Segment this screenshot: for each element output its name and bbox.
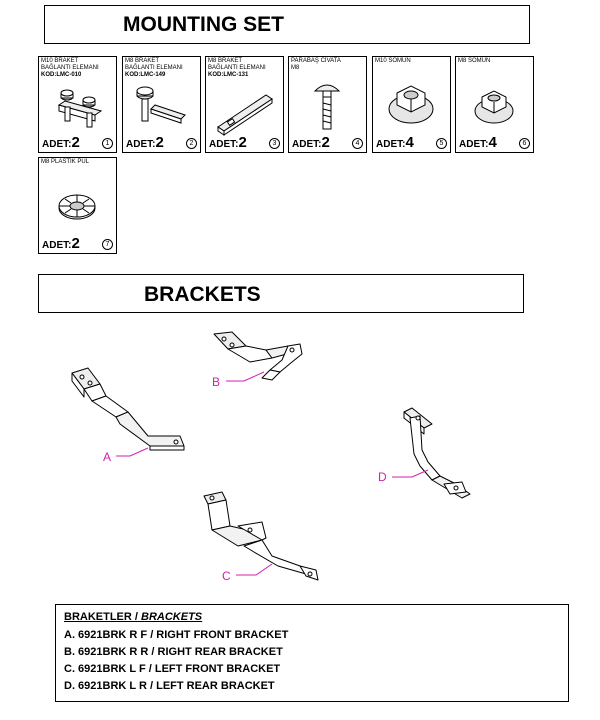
bracket-a-drawing	[71, 367, 185, 451]
bracket-b-label: B	[212, 375, 220, 389]
part-number: 4	[352, 138, 363, 149]
part-qty: 4	[488, 134, 497, 151]
part-number: 7	[102, 239, 113, 250]
bracket-d-drawing	[403, 407, 471, 499]
part-label: M8 BRAKET BAĞLANTI ELEMANI	[125, 58, 183, 71]
part-code: KOD:LMC-131	[208, 72, 249, 78]
part-number: 2	[186, 138, 197, 149]
part-card: M10 SOMUN ADET:4 5	[372, 56, 451, 153]
part-qty: 2	[71, 134, 80, 151]
part-qty: 4	[405, 134, 414, 151]
legend-heading: BRAKETLER / BRACKETS	[64, 611, 202, 623]
part-qty-prefix: ADET:	[126, 139, 156, 150]
part-label: PARABAŞ CİVATA M8	[291, 58, 341, 71]
bracket-a-label: A	[103, 450, 111, 464]
bracket-c-drawing	[203, 491, 319, 581]
flange-nut-m8-icon	[474, 90, 514, 124]
part-qty: 2	[155, 134, 164, 151]
legend-heading-tr: BRAKETLER /	[64, 611, 138, 623]
legend-row: C. 6921BRK L F / LEFT FRONT BRACKET	[64, 663, 281, 675]
carriage-bolt-icon	[313, 84, 341, 130]
part-number: 1	[102, 138, 113, 149]
mounting-set-title-box: MOUNTING SET	[44, 5, 530, 44]
part-qty: 2	[71, 235, 80, 252]
part-label: M10 BRAKET BAĞLANTI ELEMANI	[41, 58, 99, 71]
part-number: 5	[436, 138, 447, 149]
part-qty-prefix: ADET:	[42, 139, 72, 150]
part-code: KOD:LMC-010	[41, 72, 82, 78]
plastic-washer-icon	[58, 194, 96, 220]
part-label: M8 PLASTİK PUL	[41, 159, 90, 165]
part-number: 3	[269, 138, 280, 149]
bracket-plate-m8-icon	[217, 94, 273, 136]
part-qty-prefix: ADET:	[376, 139, 406, 150]
part-label: M8 BRAKET BAĞLANTI ELEMANI	[208, 58, 266, 71]
part-code: KOD:LMC-149	[125, 72, 166, 78]
part-qty-prefix: ADET:	[42, 240, 72, 251]
bracket-d-label: D	[378, 470, 387, 484]
part-label: M8 SOMUN	[458, 58, 491, 64]
brackets-title-box: BRACKETS	[38, 274, 524, 313]
legend-row: B. 6921BRK R R / RIGHT REAR BRACKET	[64, 646, 283, 658]
part-card: M8 SOMUN ADET:4 6	[455, 56, 534, 153]
part-qty-prefix: ADET:	[292, 139, 322, 150]
part-label: M10 SOMUN	[375, 58, 411, 64]
brackets-legend: BRAKETLER / BRACKETS A. 6921BRK R F / RI…	[55, 604, 569, 702]
bracket-b-drawing	[213, 331, 303, 381]
bracket-c-label: C	[222, 569, 231, 583]
bracket-connector-m10-icon	[57, 89, 103, 128]
part-qty-prefix: ADET:	[459, 139, 489, 150]
part-qty: 2	[238, 134, 247, 151]
part-qty-prefix: ADET:	[209, 139, 239, 150]
part-qty: 2	[321, 134, 330, 151]
bracket-connector-m8-icon	[136, 86, 186, 124]
brackets-title: BRACKETS	[144, 283, 261, 306]
part-number: 6	[519, 138, 530, 149]
part-card: M8 PLASTİK PUL ADET:2 7	[38, 157, 117, 254]
legend-heading-en: BRACKETS	[141, 611, 203, 623]
mounting-set-title: MOUNTING SET	[123, 13, 284, 36]
part-card: PARABAŞ CİVATA M8 ADET:2 4	[288, 56, 367, 153]
flange-nut-m10-icon	[388, 85, 434, 124]
legend-row: D. 6921BRK L R / LEFT REAR BRACKET	[64, 680, 275, 692]
legend-row: A. 6921BRK R F / RIGHT FRONT BRACKET	[64, 629, 289, 641]
